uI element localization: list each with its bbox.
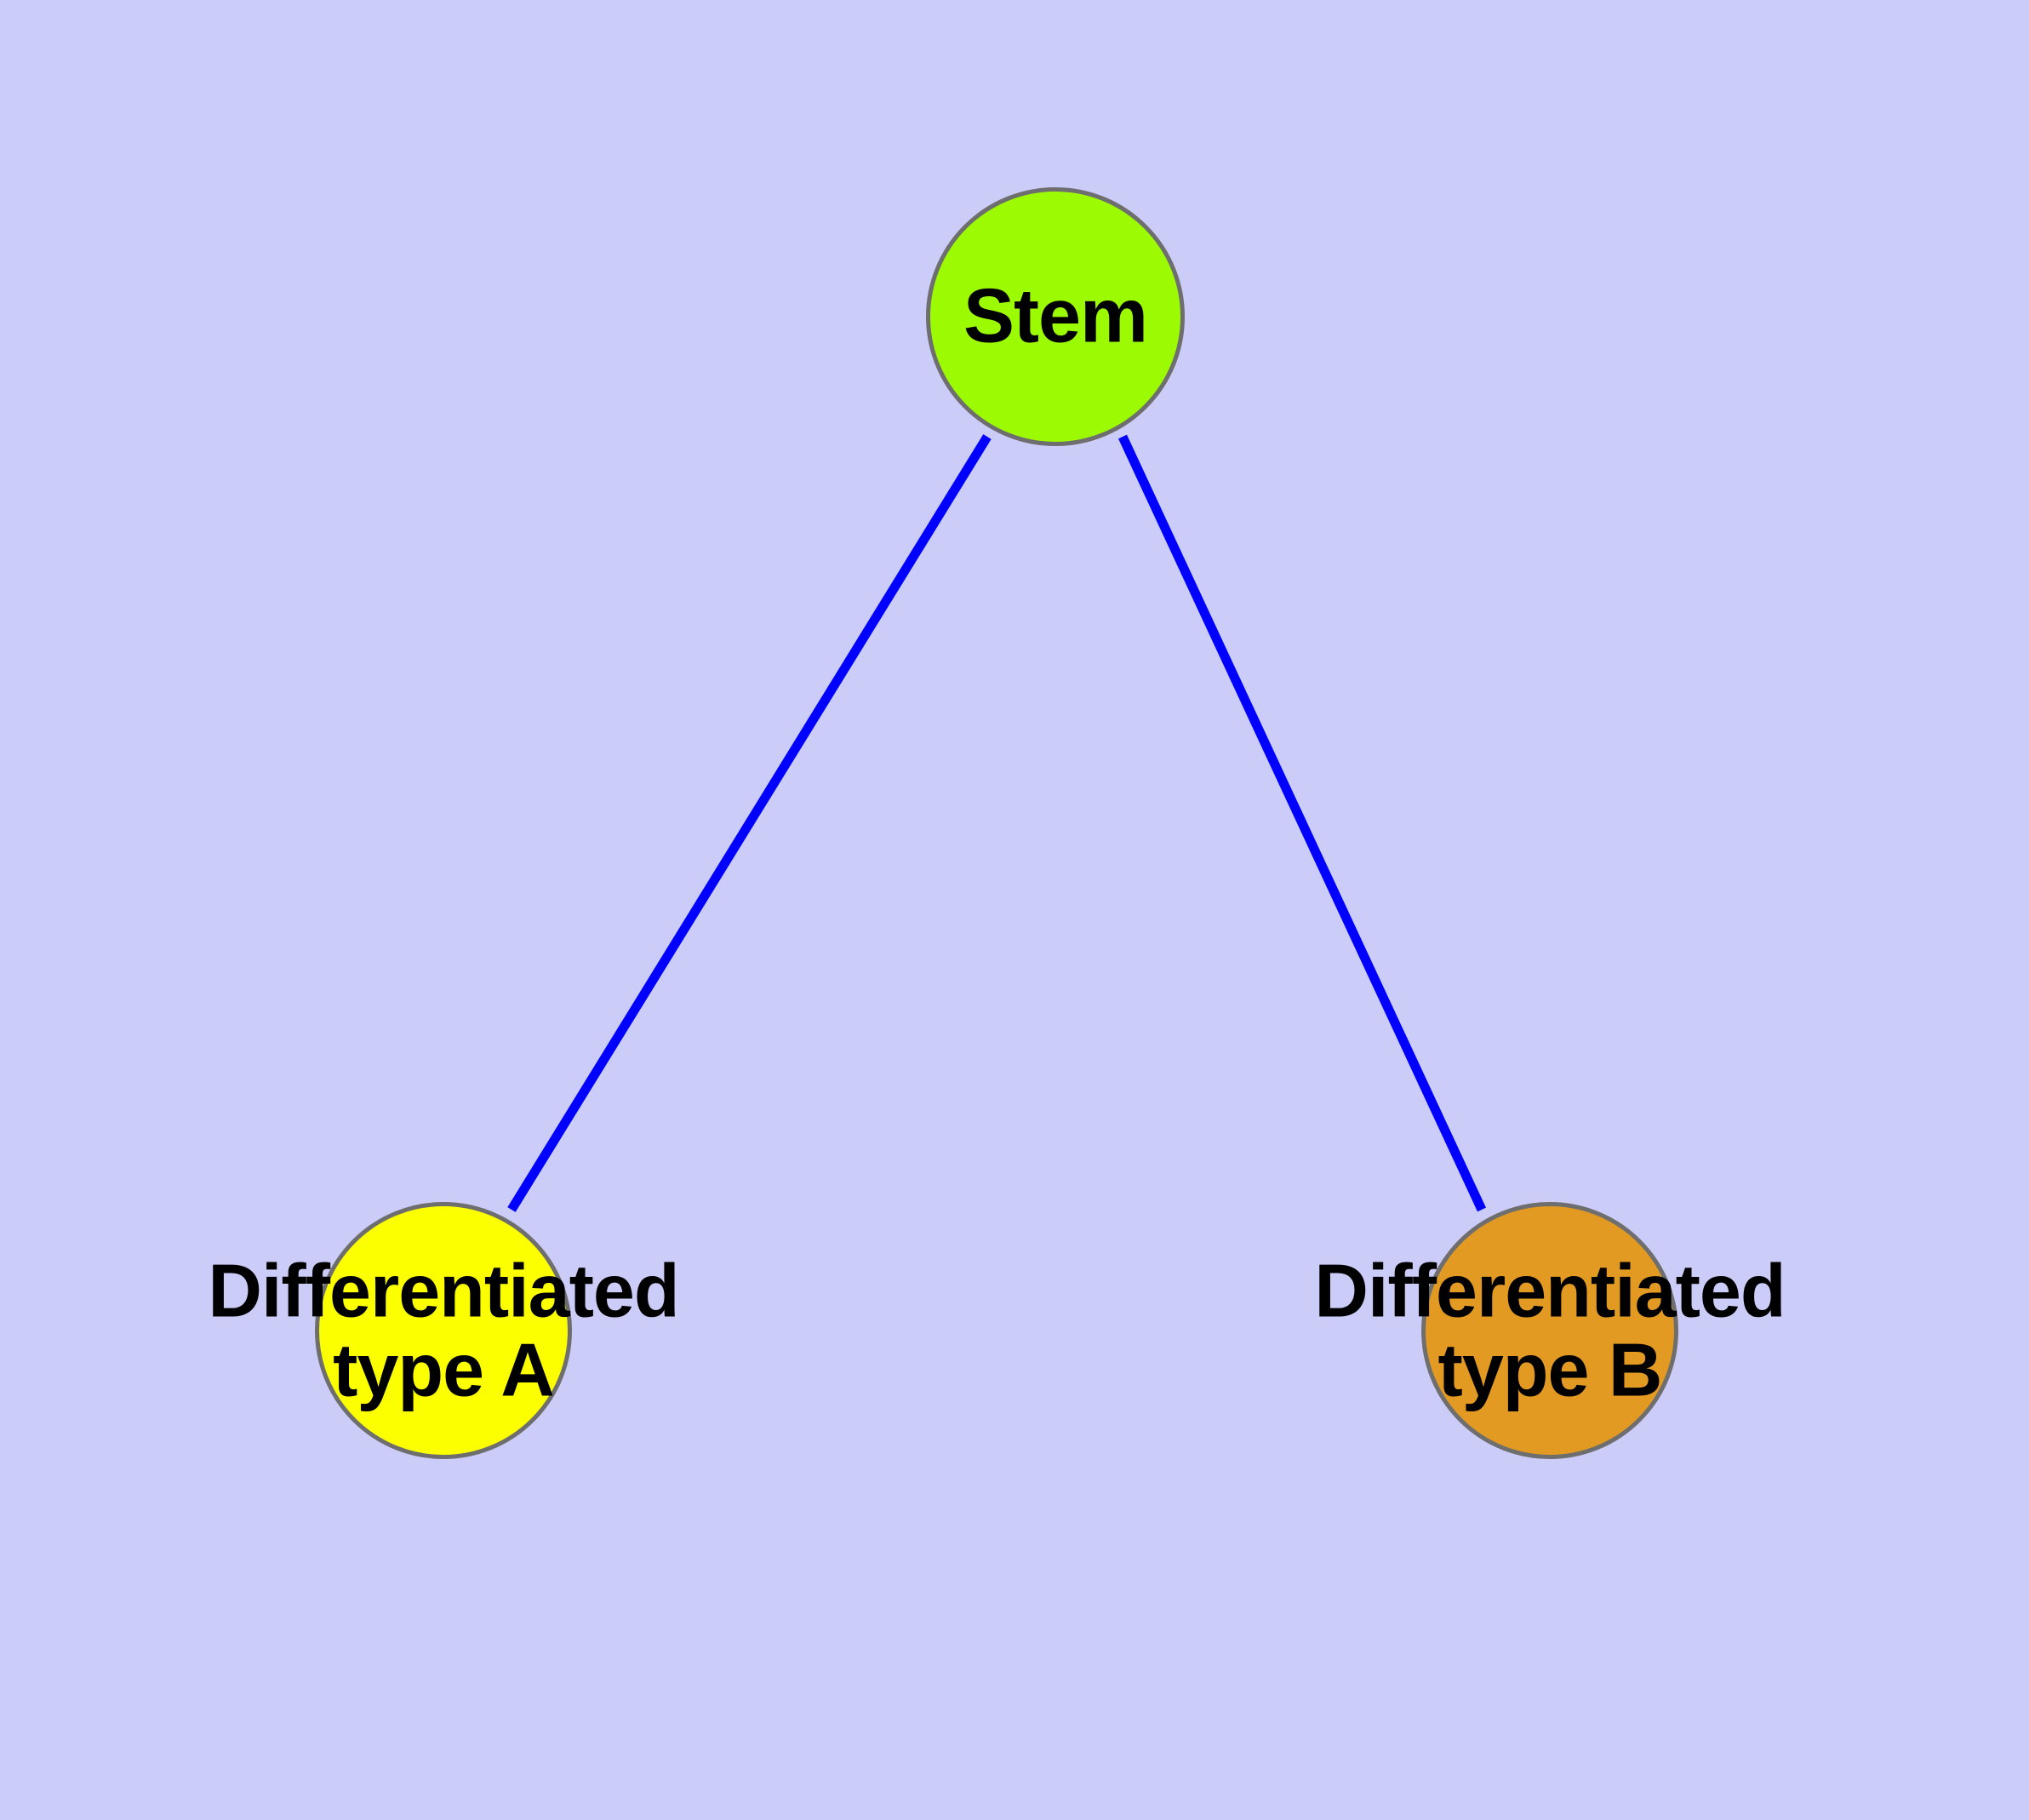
node-stem[interactable]: Stem [926, 187, 1185, 446]
node-differentiated-type-a[interactable]: Differentiated type A [208, 1202, 680, 1459]
edge-stem-to-diff-b[interactable] [1118, 434, 1486, 1212]
edge-stem-to-diff-a[interactable] [507, 434, 992, 1212]
node-stem-label: Stem [963, 273, 1148, 359]
node-differentiated-type-b[interactable]: Differentiated type B [1314, 1202, 1786, 1459]
node-stem-label-line-1: Stem [963, 273, 1148, 359]
